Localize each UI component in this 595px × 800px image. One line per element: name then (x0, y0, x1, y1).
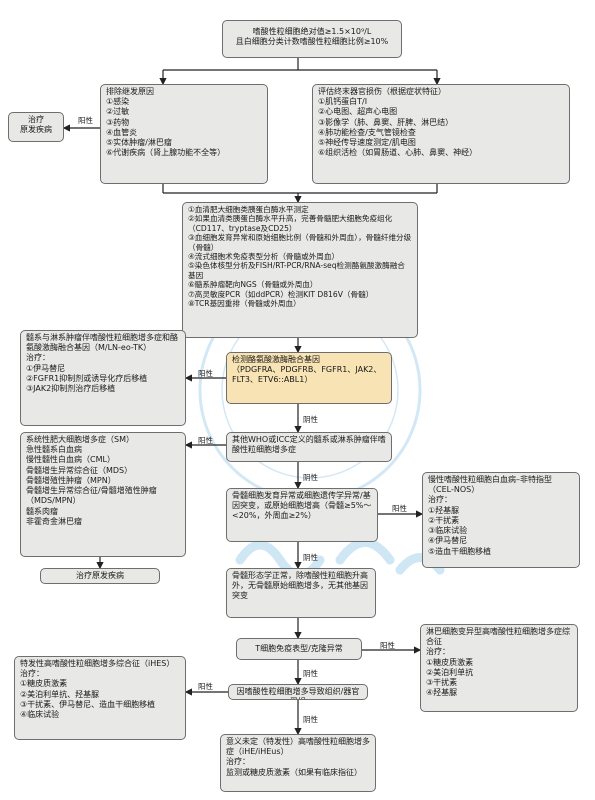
edge-label-negative: 阴性 (303, 473, 318, 482)
node-start: 嗜酸性粒细胞绝对值≥1.5×10⁹/L 且白细胞分类计数嗜酸性粒细胞比例≥10% (222, 20, 402, 58)
edge-label-positive: 阳性 (198, 369, 213, 378)
edge-label-positive: 阳性 (380, 641, 395, 650)
node-mln-eo-tk: 髓系与淋系肿瘤伴嗜酸性粒细胞增多症和酪氨酸激酶融合基因（M/LN-eo-TK） … (20, 330, 186, 426)
node-lymphocytic-variant-hes: 淋巴细胞变异型高嗜酸性粒细胞增多症综合征 治疗： ①糖皮质激素 ②美泊利单抗 ③… (420, 624, 578, 712)
edge-label-negative: 阴性 (303, 715, 318, 724)
node-exclude-secondary: 排除继发原因 ①感染 ②过敏 ③药物 ④血管炎 ⑤实体肿瘤/淋巴瘤 ⑥代谢疾病（… (100, 84, 268, 184)
node-treat-primary-2: 治疗原发疾病 (40, 568, 160, 584)
node-ihe-ihe-us: 意义未定（特发性）高嗜酸性粒细胞增多症（iHE/iHEus） 治疗： 监测或糖皮… (220, 734, 376, 792)
node-bm-abnormality: 骨髓细胞发育异常或细胞遗传学异常/基因突变，或原始细胞增高（骨髓≥5%～<20%… (226, 488, 378, 542)
node-ihes: 特发性高嗜酸性粒细胞增多综合征（iHES） 治疗： ①糖皮质激素 ②美泊利单抗、… (14, 656, 186, 740)
edge-label-positive: 阳性 (198, 682, 213, 691)
node-who-icc-neoplasm: 其他WHO或ICC定义的髓系或淋系肿瘤伴嗜酸性粒细胞增多症 (226, 432, 392, 462)
node-diagnostic-tests: ①血清肥大细胞类胰蛋白酶水平测定 ②如果血清类胰蛋白酶水平升高，完善骨髓肥大细胞… (182, 202, 418, 338)
edge-label-positive: 阳性 (78, 116, 93, 125)
node-sm-and-others: 系统性肥大细胞增多症（SM） 急性髓系白血病 慢性髓性白血病（CML） 骨髓增生… (20, 432, 186, 557)
edge-label-negative: 阴性 (303, 669, 318, 678)
node-treat-primary: 治疗 原发疾病 (8, 112, 64, 142)
node-t-cell-abnormality: T细胞免疫表型/克隆异常 (236, 638, 362, 660)
edge-label-positive: 阳性 (392, 504, 407, 513)
node-assess-organ-damage: 评估终末器官损伤（根据症状特征） ①肌钙蛋白T/I ②心电图、超声心电图 ③影像… (312, 84, 570, 184)
node-fusion-gene-test: 检测酪氨酸激酶融合基因 （PDGFRA、PDGFRB、FGFR1、JAK2、FL… (226, 352, 392, 404)
edge-label-negative: 阴性 (303, 553, 318, 562)
node-organ-damage: 因嗜酸性粒细胞增多导致组织/器官受损 (228, 684, 368, 700)
edge-label-negative: 阴性 (303, 415, 318, 424)
node-cel-nos: 慢性嗜酸性粒细胞白血病–非特指型（CEL-NOS） 治疗： ①羟基脲 ②干扰素 … (422, 472, 580, 568)
edge-label-positive: 阳性 (198, 436, 213, 445)
node-bm-normal: 骨髓形态学正常，除嗜酸性粒细胞升高外，无骨髓原始细胞增多，无其他基因突变 (226, 568, 376, 618)
